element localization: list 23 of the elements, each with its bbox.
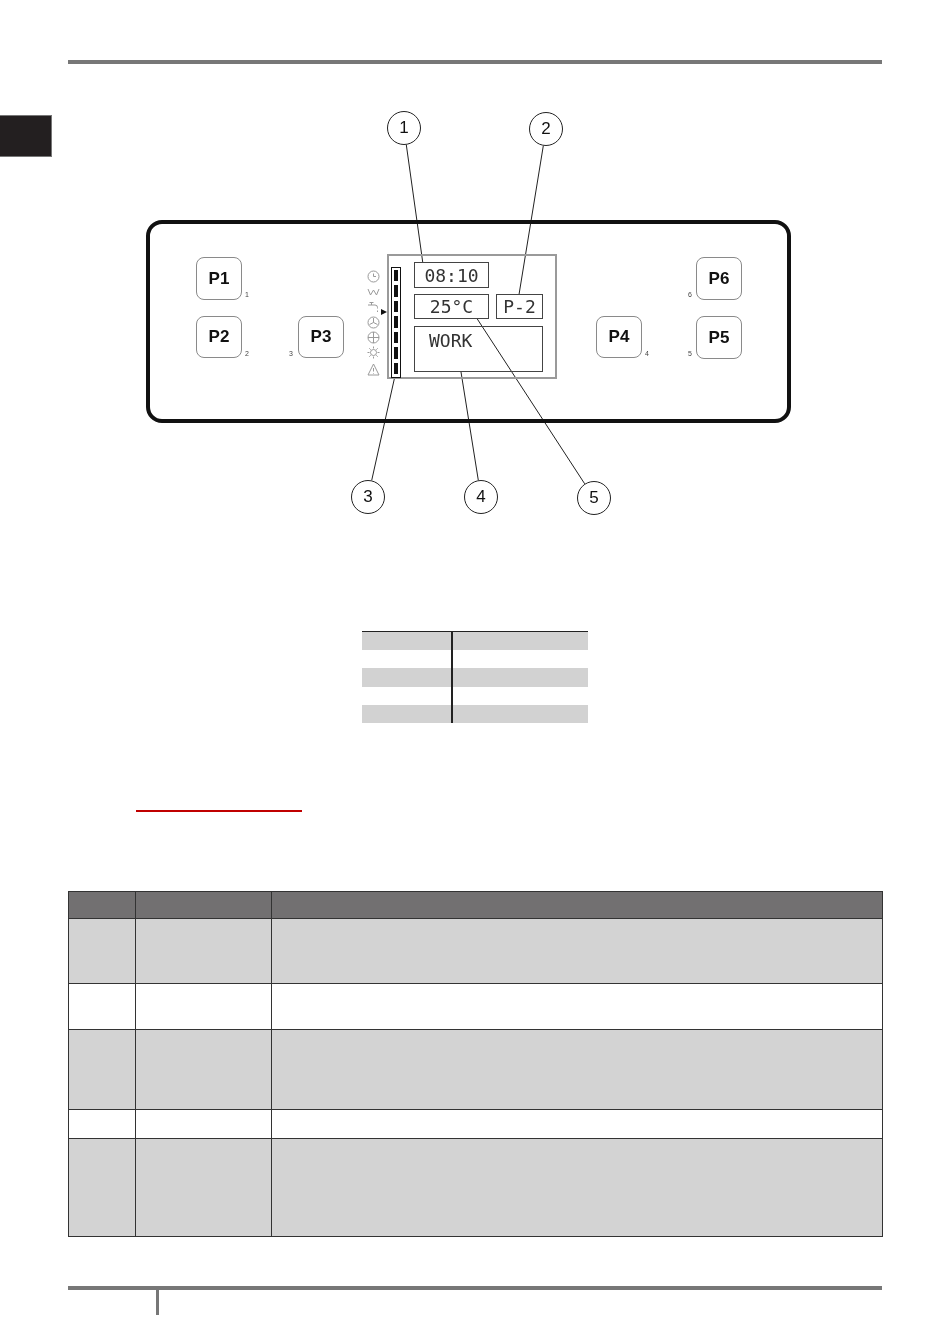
- lcd-display: [387, 254, 557, 379]
- panel-button: P4: [596, 316, 642, 358]
- callout-number: 5: [577, 481, 611, 515]
- panel-button: P1: [196, 257, 242, 300]
- lcd-readout: P-2: [496, 294, 543, 319]
- callout-number: 2: [529, 112, 563, 146]
- panel-button: P5: [696, 316, 742, 359]
- leader-line: [518, 145, 544, 295]
- panel-button: P6: [696, 257, 742, 300]
- leader-line: [476, 318, 586, 485]
- leader-line: [371, 377, 395, 481]
- leader-line: [460, 371, 479, 481]
- lcd-readout: 25°C: [414, 294, 489, 319]
- lcd-readout: WORK: [414, 326, 543, 372]
- panel-button: P2: [196, 316, 242, 358]
- callout-number: 1: [387, 111, 421, 145]
- leader-line: [405, 144, 424, 263]
- control-panel: [146, 220, 791, 423]
- lcd-readout: 08:10: [414, 262, 489, 288]
- panel-button: P3: [298, 316, 344, 358]
- callout-number: 3: [351, 480, 385, 514]
- segment-bar: [391, 267, 401, 378]
- callout-number: 4: [464, 480, 498, 514]
